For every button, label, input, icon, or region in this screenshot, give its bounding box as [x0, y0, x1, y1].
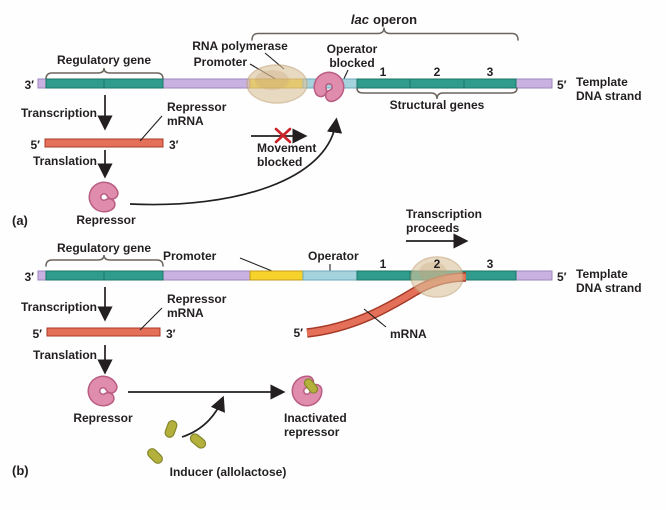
operator-blocked-label-1: Operator [327, 42, 378, 56]
repressor-binding-arrow [129, 117, 343, 206]
repressor-mrna-pointer-a [139, 115, 163, 142]
lac-operon-brace [251, 27, 519, 41]
repressor-mrna-label-b-1: Repressor [167, 292, 227, 306]
regulatory-gene-label-a: Regulatory gene [57, 53, 151, 67]
inducer-binding-arrow [181, 395, 225, 438]
regulatory-gene-label-b: Regulatory gene [57, 241, 151, 255]
regulatory-gene-brace-b [45, 254, 164, 267]
structural-genes-segment-a [356, 78, 517, 89]
repressor-on-operator [313, 71, 345, 103]
transcription-proceeds-label-2: proceeds [406, 221, 460, 235]
gene-number-2-a: 2 [434, 65, 441, 79]
inactivated-repressor-label-2: repressor [284, 425, 340, 439]
rna-polymerase-blob-a [246, 64, 308, 104]
panel-b: Regulatory gene Promoter Operator Transc… [12, 207, 642, 479]
promoter-pointer-b [239, 257, 273, 272]
repressor-mrna-pointer-b [139, 307, 163, 331]
promoter-label-a: Promoter [194, 55, 248, 69]
repressor-fill [90, 183, 118, 211]
movement-blocked-label-2: blocked [257, 155, 302, 169]
gene-number-3-a: 3 [487, 65, 494, 79]
structural-genes-label: Structural genes [390, 98, 485, 112]
repressor-label-a: Repressor [76, 213, 136, 227]
operator-blocked-label-2: blocked [329, 56, 374, 70]
repressor-protein-a [88, 181, 119, 213]
operator-label-b: Operator [308, 249, 359, 263]
inducer-capsule [147, 448, 163, 464]
repressor-fill [293, 377, 321, 405]
promoter-segment-b [249, 270, 304, 281]
template-label-b-1: Template [576, 267, 628, 281]
five-prime-b: 5′ [557, 270, 567, 284]
inducer-capsule [189, 433, 207, 449]
translation-label-a: Translation [33, 154, 97, 168]
polymerase-shading-b [419, 262, 447, 282]
mrna-three-prime-a: 3′ [169, 138, 179, 152]
repressor-label-b: Repressor [73, 411, 133, 425]
mrna-five-prime-a: 5′ [30, 138, 40, 152]
gene-number-3-b: 3 [487, 257, 494, 271]
mrna-three-prime-b: 3′ [166, 327, 176, 341]
dna-strand-b: 3′ 5′ [24, 270, 566, 284]
mrna-pointer-b [363, 308, 387, 328]
transcription-label-a: Transcription [21, 106, 97, 120]
repressor-fill [315, 73, 343, 101]
mrna-five-prime-b: 5′ [32, 327, 42, 341]
bound-inducer-molecule [303, 378, 319, 394]
structural-genes-brace [356, 87, 518, 100]
regulatory-gene-brace-a [45, 67, 164, 80]
translation-label-b: Translation [33, 348, 97, 362]
movement-blocked-label-1: Movement [257, 141, 316, 155]
gene-number-2-b: 2 [434, 257, 441, 271]
inducer-capsule [303, 378, 319, 394]
promoter-label-b: Promoter [163, 249, 217, 263]
inducer-molecules [147, 420, 207, 464]
inducer-capsule [164, 420, 178, 438]
five-prime-a: 5′ [557, 78, 567, 92]
repressor-mrna-bar-b [46, 327, 161, 337]
repressor-mrna-label-a-2: mRNA [167, 114, 204, 128]
template-label-a-1: Template [576, 75, 628, 89]
mrna-curve-five-prime: 5′ [293, 326, 303, 340]
repressor-protein-b [87, 375, 118, 407]
inducer-label: Inducer (allolactose) [170, 465, 287, 479]
three-prime-a: 3′ [24, 78, 34, 92]
template-label-a-2: DNA strand [576, 89, 642, 103]
repressor-fill [89, 377, 117, 405]
inactivated-repressor-label-1: Inactivated [284, 411, 347, 425]
repressor-mrna-label-b-2: mRNA [167, 306, 204, 320]
three-prime-b: 3′ [24, 270, 34, 284]
red-x-icon [274, 127, 292, 144]
repressor-mrna-label-a-1: Repressor [167, 100, 227, 114]
panel-b-tag: (b) [12, 463, 29, 478]
operator-segment-b [302, 270, 358, 281]
repressor-mrna-bar-a [44, 138, 164, 148]
template-label-b-2: DNA strand [576, 281, 642, 295]
gene-number-1-a: 1 [380, 65, 387, 79]
polymerase-shading-a [255, 70, 289, 90]
panel-a-tag: (a) [12, 213, 28, 228]
transcription-label-b: Transcription [21, 300, 97, 314]
inactivated-repressor [291, 375, 323, 407]
polymerase-body-b [410, 256, 464, 298]
gene-number-1-b: 1 [380, 257, 387, 271]
mrna-label-b: mRNA [390, 327, 427, 341]
rna-polymerase-label: RNA polymerase [192, 39, 288, 53]
rna-polymerase-blob-b [410, 256, 464, 298]
transcription-proceeds-label-1: Transcription [406, 207, 482, 221]
polymerase-body-a [246, 64, 308, 104]
